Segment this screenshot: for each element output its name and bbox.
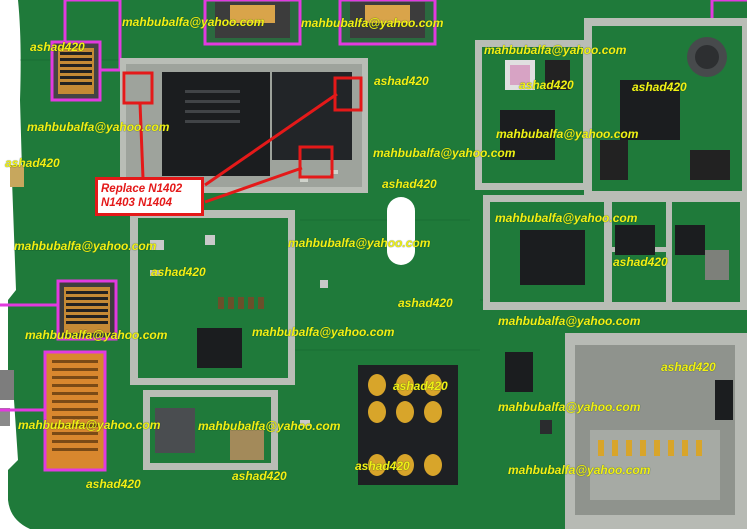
watermark-email: mahbubalfa@yahoo.com — [25, 328, 168, 342]
shield-right-middle — [483, 195, 747, 310]
top-connector-2 — [338, 0, 437, 46]
watermark-name: ashad420 — [232, 469, 287, 483]
watermark-email: mahbubalfa@yahoo.com — [288, 236, 431, 250]
board-slot — [387, 197, 415, 265]
memory-card-slot — [565, 333, 747, 529]
watermark-email: mahbubalfa@yahoo.com — [495, 211, 638, 225]
small-components — [10, 165, 552, 434]
replace-callout: Replace N1402 N1403 N1404 — [95, 177, 204, 216]
watermark-email: mahbubalfa@yahoo.com — [496, 127, 639, 141]
watermark-name: ashad420 — [393, 379, 448, 393]
watermark-email: mahbubalfa@yahoo.com — [301, 16, 444, 30]
watermark-email: mahbubalfa@yahoo.com — [373, 146, 516, 160]
watermark-name: ashad420 — [355, 459, 410, 473]
watermark-email: mahbubalfa@yahoo.com — [252, 325, 395, 339]
shield-left-middle — [130, 210, 295, 385]
watermark-email: mahbubalfa@yahoo.com — [498, 400, 641, 414]
callout-line-1: Replace N1402 — [101, 183, 183, 195]
watermark-email: mahbubalfa@yahoo.com — [484, 43, 627, 57]
b2b-connector-top-left — [50, 40, 102, 102]
edge-tab-left — [0, 370, 14, 400]
watermark-name: ashad420 — [30, 40, 85, 54]
watermark-name: ashad420 — [632, 80, 687, 94]
watermark-name: ashad420 — [382, 177, 437, 191]
watermark-email: mahbubalfa@yahoo.com — [18, 418, 161, 432]
watermark-name: ashad420 — [398, 296, 453, 310]
watermark-name: ashad420 — [613, 255, 668, 269]
watermark-name: ashad420 — [519, 78, 574, 92]
watermark-name: ashad420 — [374, 74, 429, 88]
watermark-email: mahbubalfa@yahoo.com — [508, 463, 651, 477]
watermark-name: ashad420 — [86, 477, 141, 491]
watermark-name: ashad420 — [151, 265, 206, 279]
watermark-name: ashad420 — [661, 360, 716, 374]
watermark-email: mahbubalfa@yahoo.com — [122, 15, 265, 29]
watermark-name: ashad420 — [5, 156, 60, 170]
rf-shield-right-top — [475, 40, 590, 190]
watermark-email: mahbubalfa@yahoo.com — [27, 120, 170, 134]
sim-connector — [358, 365, 458, 485]
watermark-email: mahbubalfa@yahoo.com — [498, 314, 641, 328]
edge-tab-left-lower — [0, 408, 10, 426]
shield-bottom-left — [143, 390, 278, 470]
watermark-email: mahbubalfa@yahoo.com — [198, 419, 341, 433]
rf-shield-far-right — [584, 18, 747, 198]
top-connector-1 — [203, 0, 302, 46]
component-highlight-markers — [122, 71, 363, 204]
watermark-email: mahbubalfa@yahoo.com — [14, 239, 157, 253]
flex-connector-lower-left — [0, 350, 107, 472]
callout-line-2: N1403 N1404 — [101, 197, 172, 209]
b2b-connector-mid-left — [0, 279, 118, 341]
main-processor-shield — [120, 58, 368, 193]
